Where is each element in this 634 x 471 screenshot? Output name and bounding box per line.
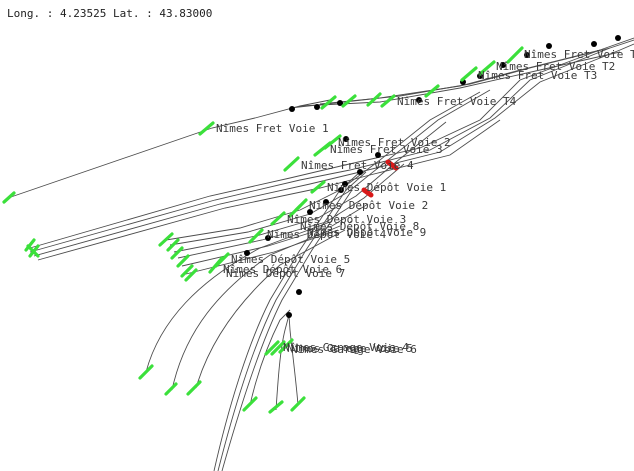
label-depot-voie-8: Nîmes Dépôt Voie 8: [300, 220, 419, 233]
label-fret-voie-t3: Nîmes Fret Voie T3: [478, 69, 597, 82]
junction-nodes: [244, 35, 621, 318]
coordinates-readout: Long. : 4.23525 Lat. : 43.83000: [7, 7, 212, 20]
label-depot-voie-1: Nîmes Dépôt Voie 1: [327, 181, 446, 194]
label-fret-voie-3: Nîmes Fret Voie 3: [330, 143, 443, 156]
label-fret-voie-1: Nîmes Fret Voie 1: [216, 122, 329, 135]
long-label: Long. :: [7, 7, 54, 20]
label-garage-voie-6: Nîmes Garage Voie 6: [291, 343, 417, 356]
label-depot-voie-2: Nîmes Dépôt Voie 2: [309, 199, 428, 212]
label-fret-voie-t1: Nîmes Fret Voie T1: [524, 48, 634, 61]
label-depot-voie-6: Nîmes Dépôt Voie 6: [223, 263, 342, 276]
label-depot-voie-4: Nîmes Dépôt Voie 4: [267, 228, 387, 241]
label-garage-voie-5: Nîmes Garage Voie 5: [287, 342, 413, 355]
label-fret-voie-t4: Nîmes Fret Voie T4: [397, 95, 517, 108]
lat-label: Lat. :: [112, 7, 153, 20]
alert-markers: [361, 159, 399, 198]
lat-value: 43.83000: [159, 7, 213, 20]
label-depot-voie-5: Nîmes Dépôt Voie 5: [231, 253, 350, 266]
track-labels: Nîmes Fret Voie 1 Nîmes Fret Voie 2 Nîme…: [216, 48, 634, 356]
label-fret-voie-2: Nîmes Fret Voie 2: [338, 136, 451, 149]
label-garage-voie-4: Nîmes Garage Voie 4: [283, 341, 409, 354]
label-fret-voie-4: Nîmes Fret Voie 4: [301, 159, 414, 172]
signal-markers: [2, 46, 524, 414]
long-value: 4.23525: [59, 7, 107, 20]
label-fret-voie-t2: Nîmes Fret Voie T2: [496, 60, 615, 73]
label-depot-voie-7: Nîmes Dépôt Voie 7: [226, 267, 345, 280]
label-depot-voie-3: Nîmes Dépôt Voie 3: [287, 213, 406, 226]
label-depot-voie-9: Nîmes Dépôt Voie 9: [307, 226, 426, 239]
